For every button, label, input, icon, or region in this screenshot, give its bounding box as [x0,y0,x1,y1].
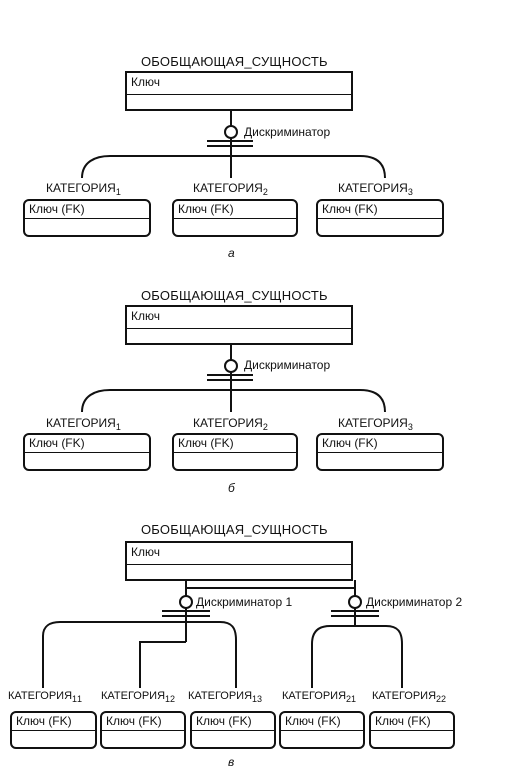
category-key-a3: Ключ (FK) [318,201,442,219]
figure-caption-c: в [228,755,235,769]
category-entity-a3[interactable]: Ключ (FK) [316,199,444,237]
category-entity-b2[interactable]: Ключ (FK) [172,433,298,471]
category-title-c2: КАТЕГОРИЯ12 [101,690,176,704]
category-key-b2: Ключ (FK) [174,435,296,453]
category-key-a2: Ключ (FK) [174,201,296,219]
parent-key-a: Ключ [127,73,351,95]
category-title-c4: КАТЕГОРИЯ21 [282,690,357,704]
category-key-a1: Ключ (FK) [25,201,149,219]
figure-caption-b: б [228,481,235,495]
discriminator-label-c2: Дискриминатор 2 [366,595,463,609]
category-title-b3: КАТЕГОРИЯ3 [338,416,413,432]
parent-entity-c[interactable]: Ключ [125,541,353,581]
category-title-b1: КАТЕГОРИЯ1 [46,416,121,432]
parent-entity-title-b: ОБОБЩАЮЩАЯ_СУЩНОСТЬ [141,288,328,303]
category-entity-c1[interactable]: Ключ (FK) [10,711,97,749]
category-title-a1: КАТЕГОРИЯ1 [46,181,121,197]
category-key-c2: Ключ (FK) [102,713,184,731]
category-key-c1: Ключ (FK) [12,713,95,731]
category-title-a2: КАТЕГОРИЯ2 [193,181,268,197]
category-title-a3: КАТЕГОРИЯ3 [338,181,413,197]
category-entity-c3[interactable]: Ключ (FK) [190,711,276,749]
discriminator-label-c1: Дискриминатор 1 [196,595,293,609]
category-title-c3: КАТЕГОРИЯ13 [188,690,263,704]
discriminator-label-b: Дискриминатор [244,358,331,372]
discriminator-label-a: Дискриминатор [244,125,331,139]
category-key-b3: Ключ (FK) [318,435,442,453]
parent-key-b: Ключ [127,307,351,329]
category-entity-a2[interactable]: Ключ (FK) [172,199,298,237]
category-title-b2: КАТЕГОРИЯ2 [193,416,268,432]
category-key-c5: Ключ (FK) [371,713,453,731]
category-entity-c2[interactable]: Ключ (FK) [100,711,186,749]
category-key-c4: Ключ (FK) [281,713,363,731]
category-entity-a1[interactable]: Ключ (FK) [23,199,151,237]
category-entity-c5[interactable]: Ключ (FK) [369,711,455,749]
parent-entity-b[interactable]: Ключ [125,305,353,345]
category-title-c5: КАТЕГОРИЯ22 [372,690,447,704]
category-entity-c4[interactable]: Ключ (FK) [279,711,365,749]
parent-entity-title-a: ОБОБЩАЮЩАЯ_СУЩНОСТЬ [141,54,328,69]
category-key-c3: Ключ (FK) [192,713,274,731]
parent-key-c: Ключ [127,543,351,565]
category-title-c1: КАТЕГОРИЯ11 [8,690,83,704]
parent-entity-title-c: ОБОБЩАЮЩАЯ_СУЩНОСТЬ [141,522,328,537]
category-entity-b3[interactable]: Ключ (FK) [316,433,444,471]
category-key-b1: Ключ (FK) [25,435,149,453]
figure-caption-a: а [228,246,235,260]
parent-entity-a[interactable]: Ключ [125,71,353,111]
category-entity-b1[interactable]: Ключ (FK) [23,433,151,471]
